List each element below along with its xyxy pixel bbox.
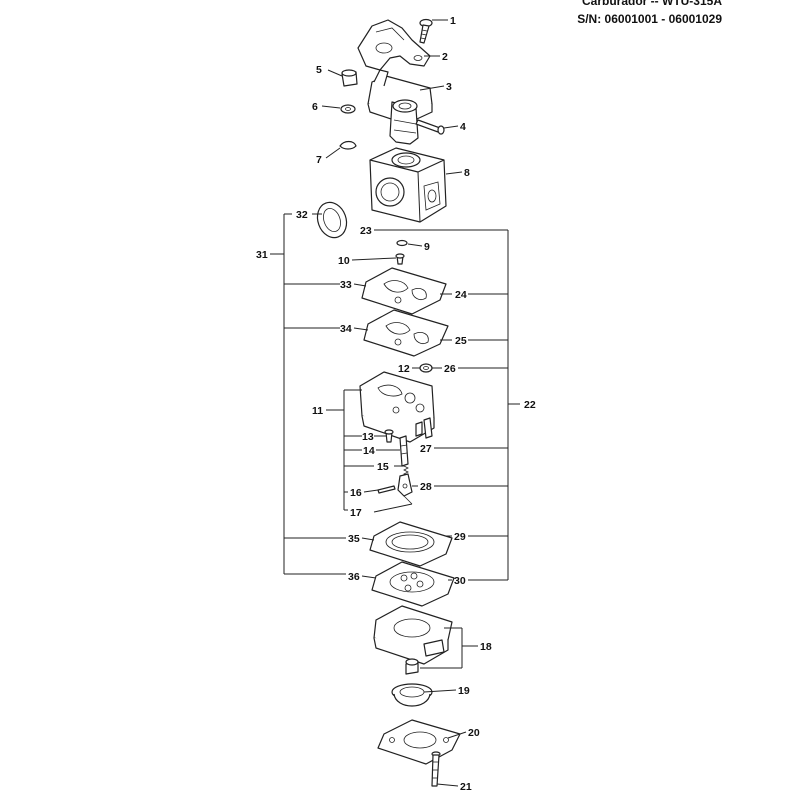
part-32-ring-gasket: [316, 201, 348, 239]
label-34: 34: [340, 323, 352, 335]
part-20-retainer-plate: [377, 719, 461, 765]
part-8-carburetor-body: [369, 147, 447, 223]
label-36: 36: [348, 571, 360, 583]
label-35: 35: [348, 533, 360, 545]
diagram-header: Carburador -- WTU-315A S/N: 06001001 - 0…: [577, 0, 722, 28]
label-9: 9: [424, 241, 430, 253]
label-25: 25: [455, 335, 467, 347]
label-24: 24: [455, 289, 467, 301]
label-4: 4: [460, 121, 466, 133]
label-29: 29: [454, 531, 466, 543]
label-11: 11: [312, 405, 323, 417]
label-13: 13: [362, 431, 374, 443]
label-14: 14: [363, 445, 375, 457]
label-26: 26: [444, 363, 456, 375]
part-25-metering-plate: [363, 309, 449, 357]
part-7-clip: [339, 140, 357, 150]
part-16-pin: [377, 485, 396, 494]
label-5: 5: [316, 64, 322, 76]
part-1-screw: [419, 18, 433, 44]
label-17: 17: [350, 507, 362, 519]
part-26-washer: [419, 363, 433, 373]
part-19-primer-bulb: [391, 683, 433, 707]
part-28-lever: [397, 473, 413, 497]
label-15: 15: [377, 461, 389, 473]
part-11-inner-body: [359, 371, 435, 443]
label-18: 18: [480, 641, 492, 653]
label-33: 33: [340, 279, 352, 291]
label-3: 3: [446, 81, 452, 93]
part-27-needle: [399, 435, 409, 467]
part-6-washer: [340, 104, 356, 114]
label-31: 31: [256, 249, 268, 261]
part-9-o-ring: [396, 239, 408, 247]
diagram-title: Carburador -- WTU-315A: [581, 0, 722, 8]
label-7: 7: [316, 154, 322, 166]
label-1: 1: [450, 15, 456, 27]
part-2-bracket: [357, 19, 431, 71]
label-19: 19: [458, 685, 470, 697]
label-12: 12: [398, 363, 410, 375]
part-30-diaphragm: [371, 561, 455, 607]
label-10: 10: [338, 255, 350, 267]
part-4-screw: [415, 119, 445, 135]
leader-lines: [270, 19, 520, 787]
label-2: 2: [442, 51, 448, 63]
label-16: 16: [350, 487, 362, 499]
part-17-clip: [403, 495, 413, 505]
label-32: 32: [296, 209, 308, 221]
label-22: 22: [524, 399, 536, 411]
serial-range: S/N: 06001001 - 06001029: [577, 12, 722, 26]
label-20: 20: [468, 727, 480, 739]
part-24-metering-gasket: [361, 267, 447, 315]
part-10-small-screw: [395, 253, 405, 265]
label-23: 23: [360, 225, 372, 237]
part-13-screw: [384, 429, 394, 443]
label-21: 21: [460, 781, 472, 793]
label-30: 30: [454, 575, 466, 587]
part-5-cap: [341, 69, 358, 87]
part-3-throttle-assembly: [367, 69, 433, 145]
label-8: 8: [464, 167, 470, 179]
label-28: 28: [420, 481, 432, 493]
part-29-gasket: [369, 521, 453, 567]
part-labels: 1 2 3 4 5 6 7 8 9 10 11 12 13 14 15 16 1…: [256, 15, 536, 793]
label-6: 6: [312, 101, 318, 113]
part-21-screw: [431, 751, 441, 787]
part-18-pump-cover: [373, 605, 453, 675]
label-27: 27: [420, 443, 432, 455]
